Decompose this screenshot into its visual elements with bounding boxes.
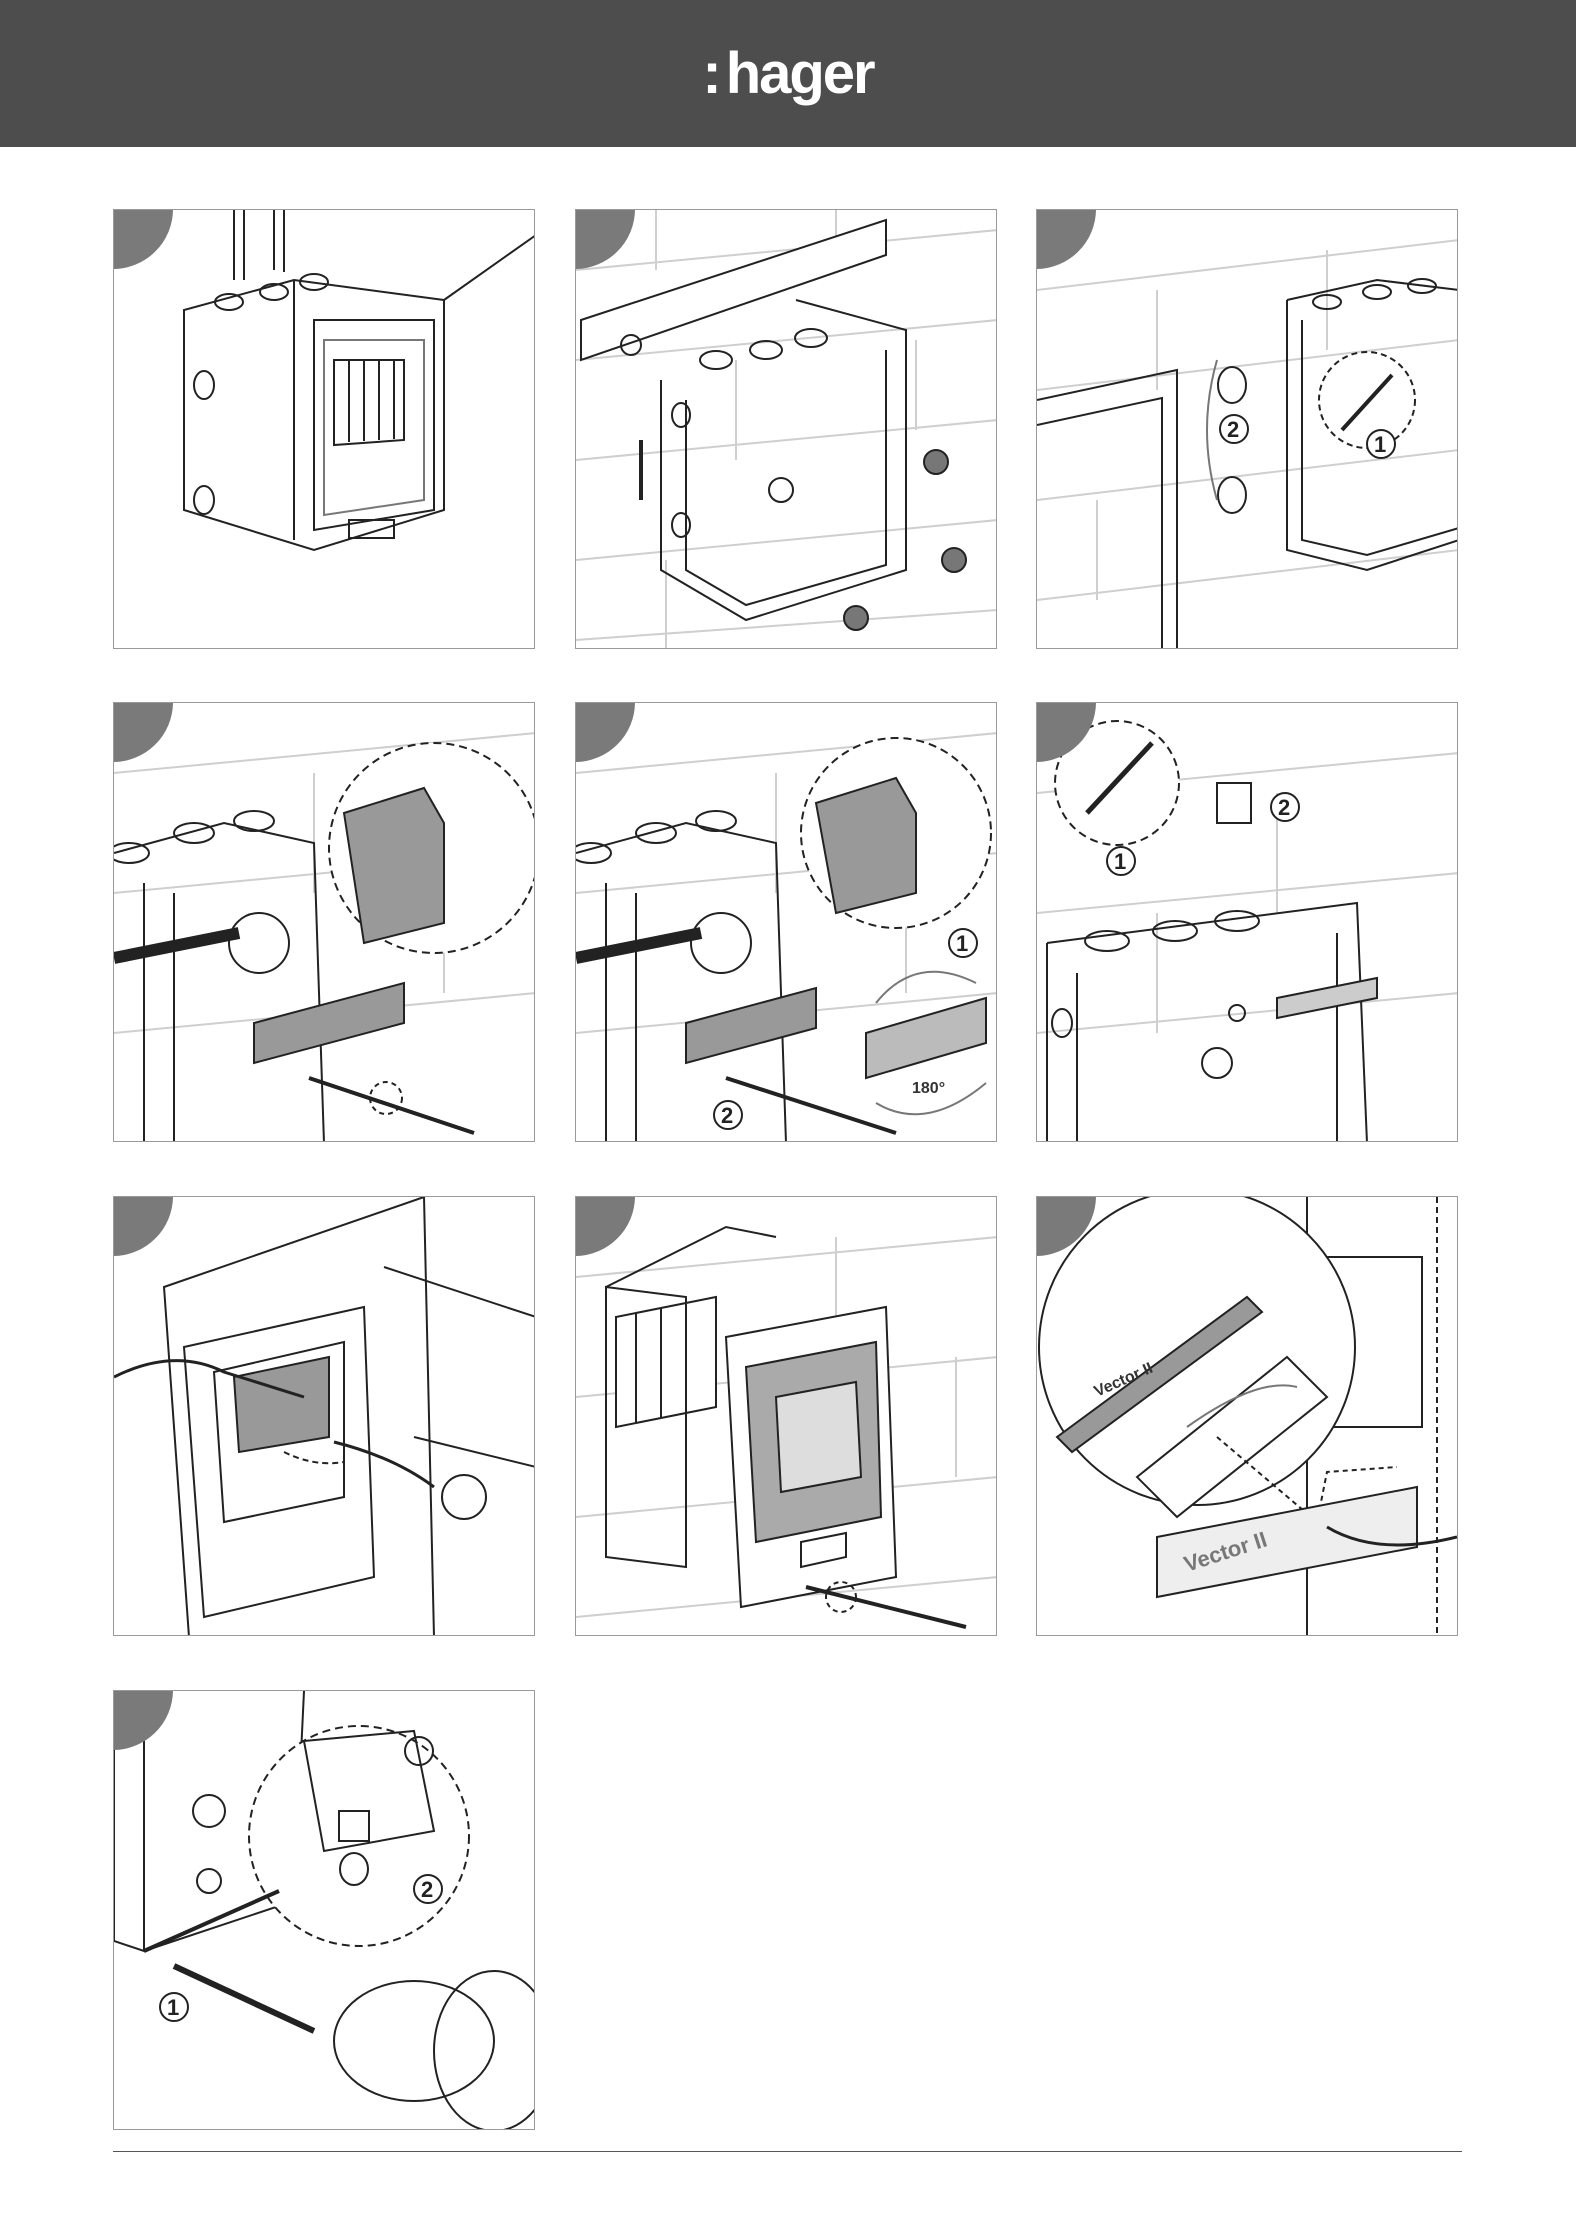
- step-panel-7: [113, 1196, 535, 1636]
- wall-mounting-illustration: [576, 210, 997, 649]
- callout-2: 2: [421, 1877, 433, 1902]
- header-bar: :hager: [0, 0, 1576, 147]
- label-application-illustration: Vector II Vector II: [1037, 1197, 1458, 1636]
- recycle-bin-icon: [442, 1475, 486, 1519]
- callout-1: 1: [956, 931, 968, 956]
- knockout-gland-illustration: 1 2: [1037, 703, 1458, 1142]
- din-rail-rotation-illustration: 1 2 180°: [576, 703, 997, 1142]
- callout-1: 1: [1374, 432, 1386, 457]
- step-panel-9: Vector II Vector II: [1036, 1196, 1458, 1636]
- footer-divider: [113, 2151, 1462, 2152]
- callout-1: 1: [1114, 849, 1126, 874]
- callout-2: 2: [1227, 417, 1239, 442]
- drill-icon: [334, 1981, 494, 2101]
- logo-mark: :: [702, 41, 723, 106]
- logo-text: hager: [726, 41, 874, 106]
- blanking-removal-illustration: [114, 1197, 535, 1636]
- step-panel-6: 1 2: [1036, 702, 1458, 1142]
- drain-hole-drilling-illustration: 1 2: [114, 1691, 535, 2130]
- step-panel-1: [113, 209, 535, 649]
- cable-gland-illustration: 2 1: [1037, 210, 1458, 649]
- step-panel-3: 2 1: [1036, 209, 1458, 649]
- din-rail-removal-illustration: [114, 703, 535, 1142]
- cover-fixing-illustration: [576, 1197, 997, 1636]
- enclosure-closed-illustration: [114, 210, 535, 649]
- step-panel-5: 1 2 180°: [575, 702, 997, 1142]
- callout-2: 2: [1278, 795, 1290, 820]
- callout-1: 1: [167, 1995, 179, 2020]
- step-panel-8: [575, 1196, 997, 1636]
- step-panel-10: 1 2: [113, 1690, 535, 2130]
- callout-2: 2: [721, 1103, 733, 1128]
- step-panel-2: [575, 209, 997, 649]
- hager-logo: :hager: [0, 34, 1576, 114]
- rotation-label: 180°: [912, 1080, 945, 1097]
- step-panel-4: [113, 702, 535, 1142]
